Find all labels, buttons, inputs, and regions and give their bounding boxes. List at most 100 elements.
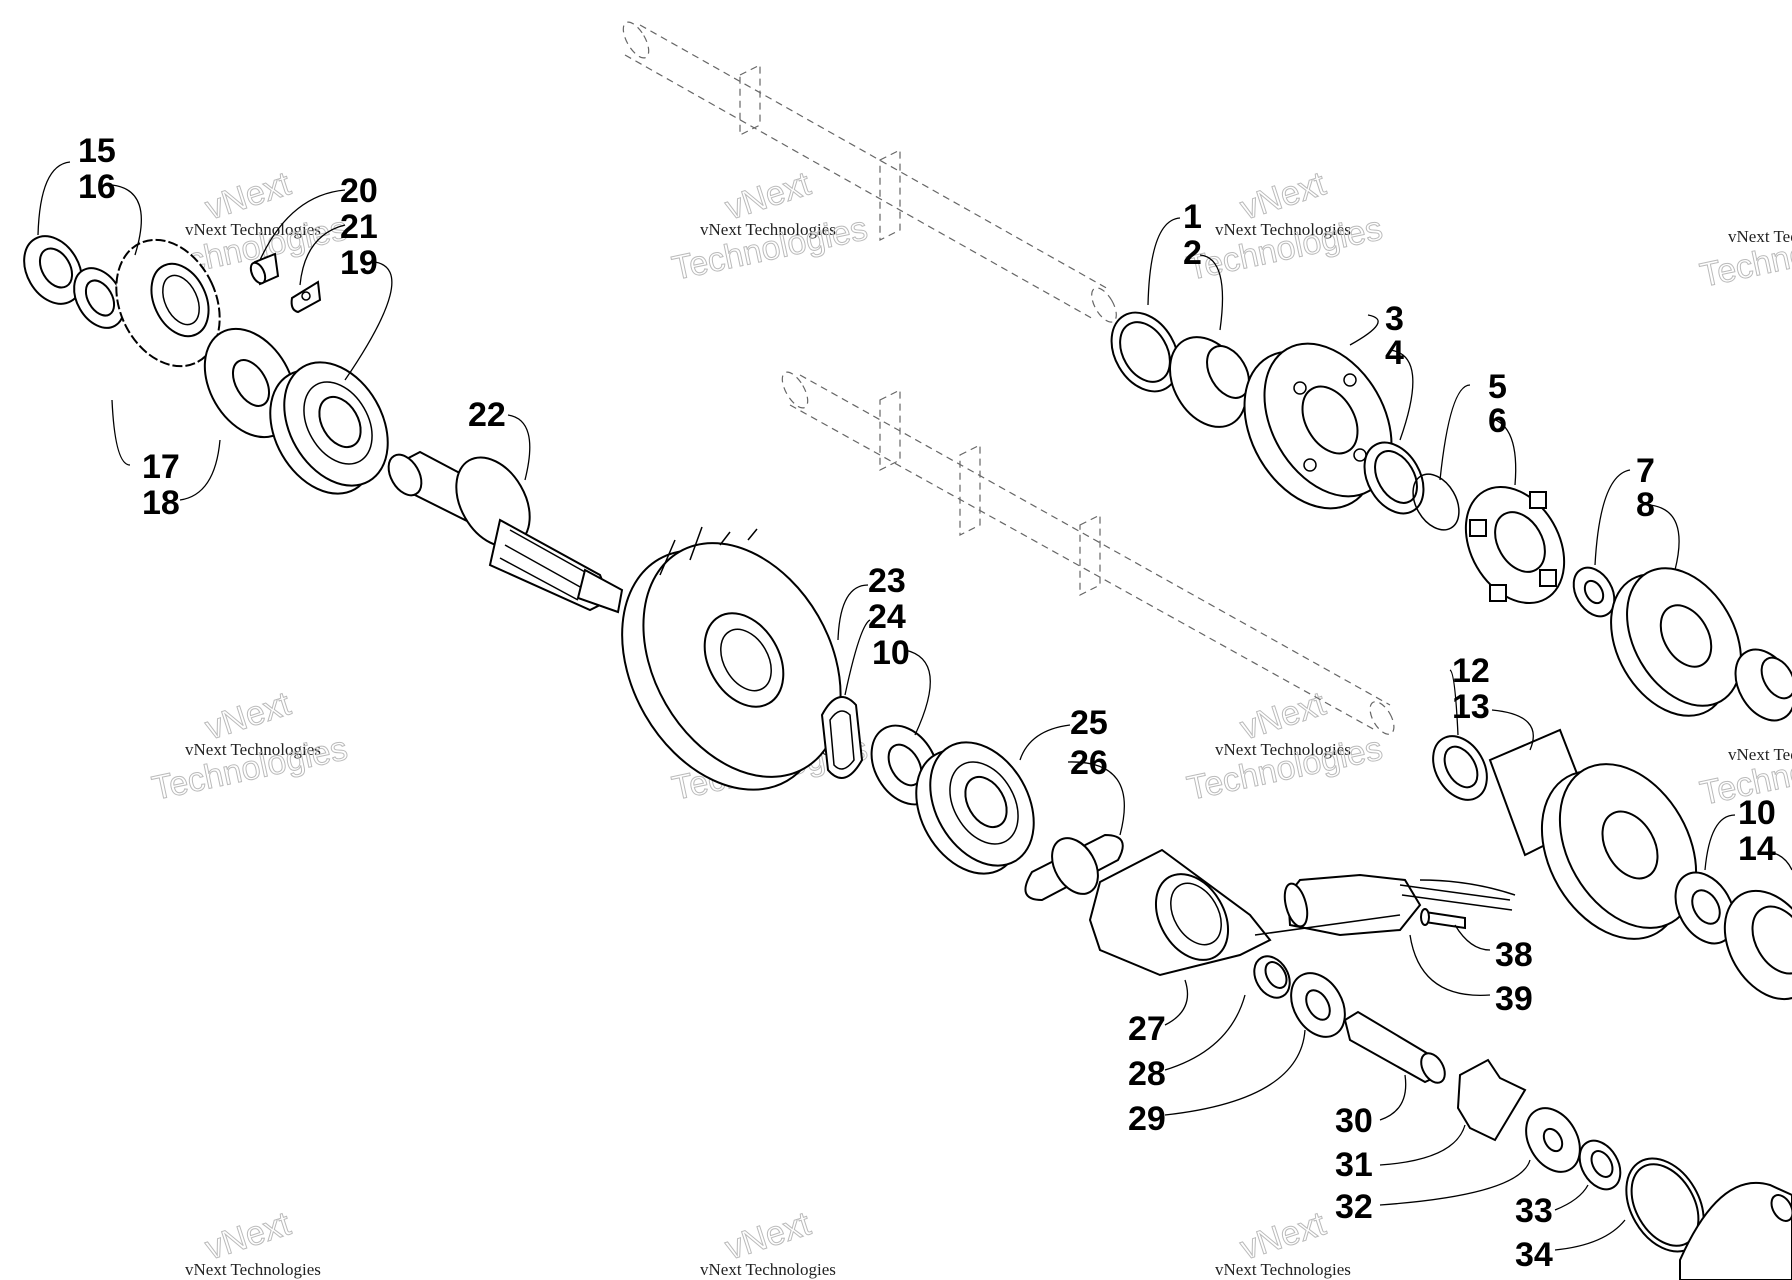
part-24-lock-washer <box>820 696 864 779</box>
part-6-shift-dog <box>1464 485 1566 605</box>
watermark: vNext vNext Technologies <box>1215 1204 1351 1279</box>
svg-text:vNext: vNext <box>201 684 296 747</box>
part-38-screw <box>1420 908 1466 930</box>
callout-10: 10 <box>872 634 910 672</box>
svg-text:vNext: vNext <box>721 1204 816 1267</box>
watermark: vNext vNext Technologies Technologies <box>668 164 871 288</box>
callout-29: 29 <box>1128 1100 1166 1138</box>
part-39-sensor <box>1254 873 1516 937</box>
part-5-snap-ring <box>1412 473 1460 531</box>
callout-5: 5 <box>1488 368 1507 406</box>
callout-labels: 15 16 17 18 20 21 19 22 23 24 10 25 26 2… <box>78 132 1776 1274</box>
part-34-o-ring <box>1625 1157 1705 1253</box>
callout-33: 33 <box>1515 1192 1553 1230</box>
callout-20: 20 <box>340 172 378 210</box>
callout-28: 28 <box>1128 1055 1166 1093</box>
svg-text:vNext: vNext <box>201 164 296 227</box>
svg-text:vNext: vNext <box>1236 684 1331 747</box>
part-14-bearing <box>1723 889 1792 1001</box>
part-8-gear <box>1610 567 1742 717</box>
callout-21: 21 <box>340 208 378 246</box>
svg-text:vNext Technologies: vNext Technologies <box>700 1260 836 1279</box>
callout-4: 4 <box>1385 334 1404 372</box>
callout-22: 22 <box>468 396 506 434</box>
callout-34: 34 <box>1515 1236 1553 1274</box>
part-32-washer <box>1525 1107 1581 1173</box>
svg-text:vNext: vNext <box>1236 164 1331 227</box>
part-7-washer <box>1572 566 1616 618</box>
callout-17: 17 <box>142 448 180 486</box>
callout-26: 26 <box>1070 744 1108 782</box>
callout-3: 3 <box>1385 300 1404 338</box>
part-cover <box>1679 1181 1792 1280</box>
part-29-washer <box>1290 972 1346 1038</box>
svg-text:vNext Technologies: vNext Technologies <box>1728 227 1792 246</box>
part-26-gasket <box>1024 833 1124 902</box>
lower-phantom-shaft <box>781 371 1395 735</box>
svg-text:vNext Technologies: vNext Technologies <box>185 1260 321 1279</box>
callout-25: 25 <box>1070 704 1108 742</box>
part-25-bearing <box>915 741 1035 875</box>
part-10b-washer <box>1674 871 1736 945</box>
part-23-driven-gear <box>621 526 842 791</box>
watermark: vNext vNext Technologies <box>700 1204 836 1279</box>
part-19-bearing <box>269 361 389 495</box>
svg-text:vNext Technologies: vNext Technologies <box>1215 740 1351 759</box>
callout-24: 24 <box>868 598 906 636</box>
watermark: vNext vNext Technologies <box>185 1204 321 1279</box>
part-15-oil-seal <box>23 235 83 305</box>
callout-19: 19 <box>340 244 378 282</box>
callout-2: 2 <box>1183 234 1202 272</box>
watermark: vNext Technologies Technologies <box>1696 216 1792 295</box>
part-17-bevel-gear <box>115 238 221 368</box>
watermark: vNext vNext Technologies Technologies <box>148 684 351 808</box>
callout-12: 12 <box>1452 652 1490 690</box>
part-22-input-shaft <box>387 450 624 614</box>
part-20-bolt <box>249 252 280 286</box>
callout-6: 6 <box>1488 402 1507 440</box>
part-31-drive-cam <box>1456 1058 1527 1142</box>
callout-16: 16 <box>78 168 116 206</box>
part-2-bushing <box>1169 336 1250 428</box>
svg-text:vNext Technologies: vNext Technologies <box>185 740 321 759</box>
callout-18: 18 <box>142 484 180 522</box>
svg-text:vNext: vNext <box>721 164 816 227</box>
part-30-speedometer-drive <box>1343 1010 1446 1084</box>
upper-phantom-shaft <box>622 21 1117 323</box>
svg-text:vNext: vNext <box>1236 1204 1331 1267</box>
svg-text:vNext Technologies: vNext Technologies <box>1728 745 1792 764</box>
part-21-lock-plate <box>290 280 322 314</box>
callout-38: 38 <box>1495 936 1533 974</box>
svg-text:vNext: vNext <box>201 1204 296 1267</box>
callout-15: 15 <box>78 132 116 170</box>
part-27-bearing-housing <box>1088 848 1272 977</box>
part-28-bushing <box>1253 955 1291 999</box>
svg-text:vNext Technologies: vNext Technologies <box>1215 1260 1351 1279</box>
part-33-bushing <box>1578 1139 1622 1191</box>
part-9-bushing <box>1734 648 1792 722</box>
part-1-washer <box>1110 311 1180 393</box>
callout-8: 8 <box>1636 486 1655 524</box>
watermark: vNext vNext Technologies Technologies <box>1183 164 1386 288</box>
part-12-washer <box>1432 735 1488 801</box>
callout-30: 30 <box>1335 1102 1373 1140</box>
part-4-washer <box>1363 441 1425 515</box>
part-3-gear <box>1243 342 1393 510</box>
callout-14: 14 <box>1738 830 1776 868</box>
callout-10b: 10 <box>1738 794 1776 832</box>
svg-text:vNext Technologies: vNext Technologies <box>700 220 836 239</box>
callout-31: 31 <box>1335 1146 1373 1184</box>
svg-text:vNext Technologies: vNext Technologies <box>185 220 321 239</box>
callout-39: 39 <box>1495 980 1533 1018</box>
callout-7: 7 <box>1636 452 1655 490</box>
callout-23: 23 <box>868 562 906 600</box>
callout-32: 32 <box>1335 1188 1373 1226</box>
leader-lines <box>37 161 1792 1251</box>
callout-13: 13 <box>1452 688 1490 726</box>
callout-1: 1 <box>1183 198 1202 236</box>
callout-27: 27 <box>1128 1010 1166 1048</box>
svg-text:vNext Technologies: vNext Technologies <box>1215 220 1351 239</box>
watermark: vNext vNext Technologies Technologies <box>1183 684 1386 808</box>
part-13-gear <box>1488 728 1698 940</box>
